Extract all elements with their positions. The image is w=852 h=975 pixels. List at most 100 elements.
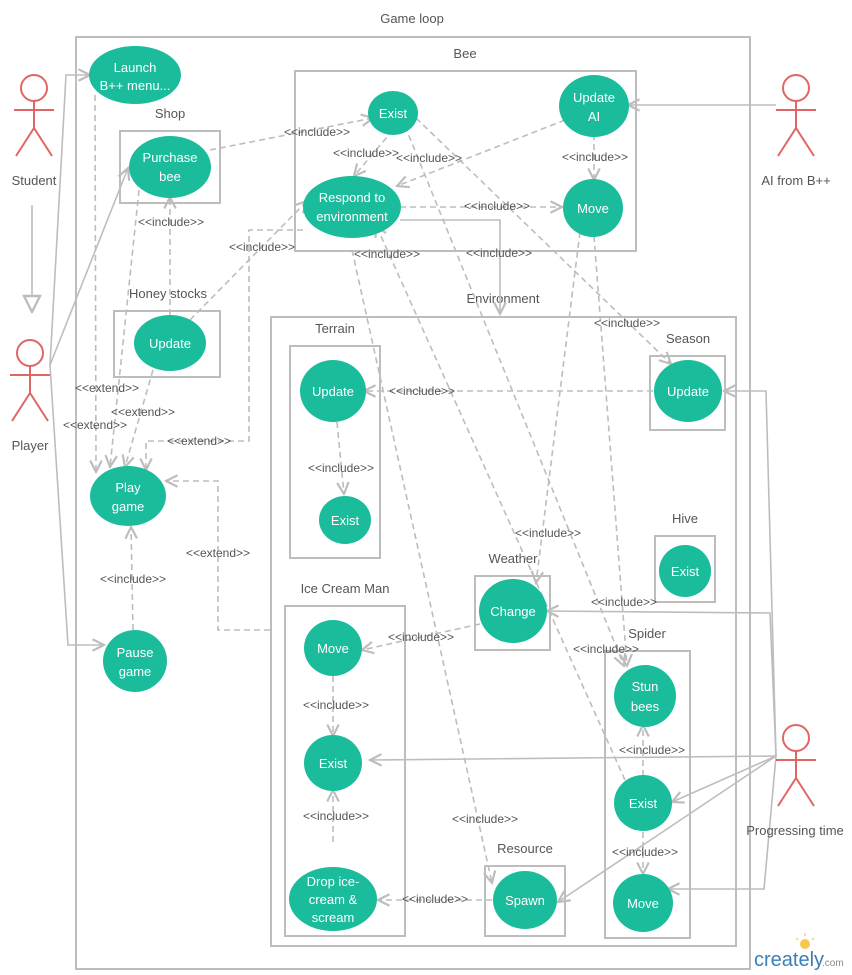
include-label: <<include>>	[354, 247, 420, 261]
lightbulb-icon	[795, 933, 815, 949]
game-loop-title: Game loop	[380, 11, 444, 26]
svg-text:Exist: Exist	[629, 796, 658, 811]
actor-ai-from-bpp[interactable]: AI from B++	[761, 74, 831, 188]
include-label: <<include>>	[333, 146, 399, 160]
actor-ai-label: AI from B++	[761, 173, 830, 188]
svg-text:Pause: Pause	[117, 645, 154, 660]
use-case-play-game[interactable]: Play game	[90, 466, 166, 526]
ice-cream-man-container	[284, 605, 406, 937]
include-label: <<include>>	[229, 240, 295, 254]
use-case-icm-exist[interactable]: Exist	[304, 735, 362, 791]
use-case-update-ai[interactable]: Update AI	[559, 75, 629, 137]
include-label: <<include>>	[308, 461, 374, 475]
use-case-launch[interactable]: Launch B++ menu...	[89, 46, 181, 104]
ice-cream-man-label: Ice Cream Man	[301, 581, 390, 596]
creately-logo-text: creately	[754, 949, 824, 971]
creately-watermark: creately .com	[754, 933, 844, 971]
use-case-bee-exist[interactable]: Exist	[368, 91, 418, 135]
svg-text:bees: bees	[631, 699, 660, 714]
svg-text:Move: Move	[317, 641, 349, 656]
dependency-lines	[95, 94, 671, 900]
use-case-bee-move[interactable]: Move	[563, 179, 623, 237]
svg-text:Stun: Stun	[632, 679, 659, 694]
svg-text:Drop ice-: Drop ice-	[307, 874, 360, 889]
use-case-resource-spawn[interactable]: Spawn	[493, 871, 557, 929]
include-label: <<include>>	[388, 630, 454, 644]
svg-text:Purchase: Purchase	[143, 150, 198, 165]
svg-text:Spawn: Spawn	[505, 893, 545, 908]
include-label: <<include>>	[284, 125, 350, 139]
svg-text:Update: Update	[667, 384, 709, 399]
svg-text:bee: bee	[159, 169, 181, 184]
association-lines	[32, 75, 777, 902]
extend-label: <<extend>>	[75, 381, 139, 395]
include-label: <<include>>	[389, 384, 455, 398]
include-label: <<include>>	[466, 246, 532, 260]
use-case-respond-to-environment[interactable]: Respond to environment	[303, 176, 401, 238]
use-case-spider-move[interactable]: Move	[613, 874, 673, 932]
use-case-terrain-exist[interactable]: Exist	[319, 496, 371, 544]
svg-text:Update: Update	[312, 384, 354, 399]
environment-label: Environment	[467, 291, 540, 306]
use-case-pause-game[interactable]: Pause game	[103, 630, 167, 692]
extend-label: <<extend>>	[167, 434, 231, 448]
shop-label: Shop	[155, 106, 185, 121]
use-case-icm-move[interactable]: Move	[304, 620, 362, 676]
use-case-hive-exist[interactable]: Exist	[659, 545, 711, 597]
bee-label: Bee	[453, 46, 476, 61]
svg-text:Update: Update	[149, 336, 191, 351]
use-case-terrain-update[interactable]: Update	[300, 360, 366, 422]
include-label: <<include>>	[100, 572, 166, 586]
include-label: <<include>>	[612, 845, 678, 859]
svg-text:Exist: Exist	[671, 564, 700, 579]
include-label: <<include>>	[402, 892, 468, 906]
svg-text:Change: Change	[490, 604, 536, 619]
include-label: <<include>>	[594, 316, 660, 330]
include-label: <<include>>	[464, 199, 530, 213]
include-label: <<include>>	[452, 812, 518, 826]
svg-text:Move: Move	[577, 201, 609, 216]
include-label: <<include>>	[562, 150, 628, 164]
use-case-spider-exist[interactable]: Exist	[614, 775, 672, 831]
use-case-drop-ice-cream[interactable]: Drop ice- cream & scream	[289, 867, 377, 931]
spider-label: Spider	[628, 626, 666, 641]
include-label: <<include>>	[303, 809, 369, 823]
use-case-purchase-bee[interactable]: Purchase bee	[129, 136, 211, 198]
use-case-stun-bees[interactable]: Stun bees	[614, 665, 676, 727]
extend-label: <<extend>>	[63, 418, 127, 432]
svg-text:Launch: Launch	[114, 60, 157, 75]
svg-text:Exist: Exist	[379, 106, 408, 121]
svg-text:Play: Play	[115, 480, 141, 495]
honey-stocks-label: Honey stocks	[129, 286, 208, 301]
svg-text:scream: scream	[312, 910, 355, 925]
svg-text:Move: Move	[627, 896, 659, 911]
weather-label: Weather	[489, 551, 539, 566]
svg-text:game: game	[112, 499, 145, 514]
actor-student[interactable]: Student	[12, 74, 57, 188]
game-loop-boundary	[75, 36, 751, 970]
svg-text:Update: Update	[573, 90, 615, 105]
extend-label: <<extend>>	[186, 546, 250, 560]
svg-text:AI: AI	[588, 109, 600, 124]
include-label: <<include>>	[303, 698, 369, 712]
include-label: <<include>>	[619, 743, 685, 757]
include-label: <<include>>	[138, 215, 204, 229]
terrain-label: Terrain	[315, 321, 355, 336]
use-case-weather-change[interactable]: Change	[479, 579, 547, 643]
svg-text:Respond to: Respond to	[319, 190, 386, 205]
honey-stocks-container	[113, 310, 221, 378]
svg-text:B++ menu...: B++ menu...	[100, 78, 171, 93]
environment-container	[270, 316, 737, 947]
actor-player[interactable]: Player	[10, 339, 50, 453]
use-case-season-update[interactable]: Update	[654, 360, 722, 422]
creately-logo-suffix: .com	[822, 958, 844, 969]
actor-progressing-time[interactable]: Progressing time	[746, 724, 844, 838]
use-case-honey-update[interactable]: Update	[134, 315, 206, 371]
svg-text:Exist: Exist	[331, 513, 360, 528]
relation-labels: <<include>> <<include>> <<include>> <<in…	[63, 125, 685, 906]
actor-player-label: Player	[12, 438, 50, 453]
season-label: Season	[666, 331, 710, 346]
bee-container	[294, 70, 637, 252]
